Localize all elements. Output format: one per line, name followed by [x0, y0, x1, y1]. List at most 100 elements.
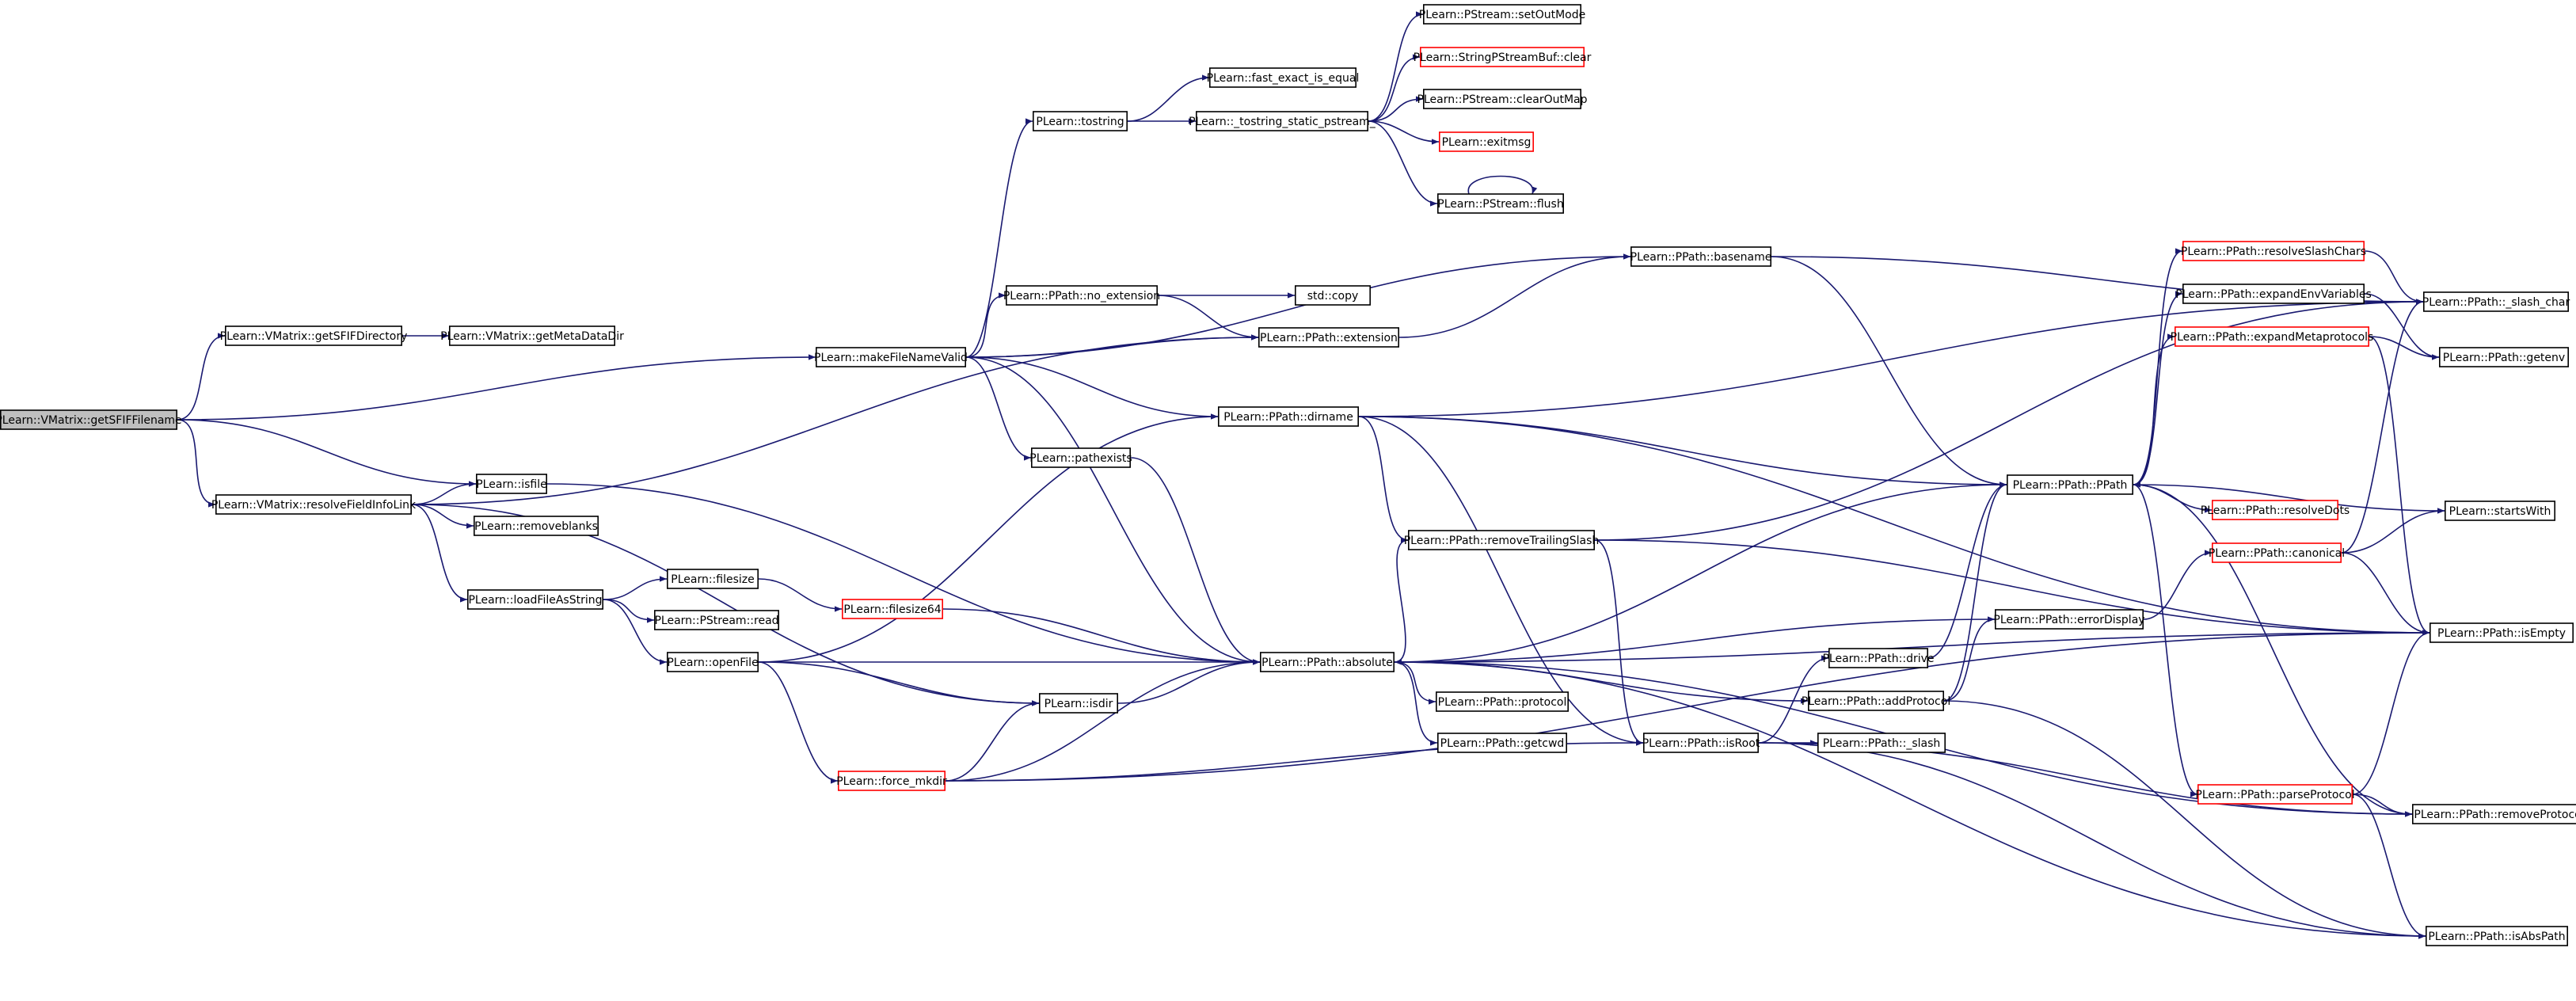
- node-makeFileNameValid[interactable]: PLearn::makeFileNameValid: [814, 347, 968, 367]
- node-root[interactable]: PLearn::VMatrix::getSFIFFilename: [0, 409, 182, 430]
- node-openFile[interactable]: PLearn::openFile: [666, 652, 759, 672]
- edge-path: [1368, 54, 1421, 122]
- edge-makeFileNameValid-to-tostring: [965, 118, 1033, 358]
- edge-force_mkdir-to-isEmpty: [945, 630, 2430, 782]
- node-no_extension[interactable]: PLearn::PPath::no_extension: [1003, 285, 1160, 306]
- node-setOutMode[interactable]: PLearn::PStream::setOutMode: [1419, 4, 1585, 25]
- node-box: [653, 610, 779, 630]
- node-startsWith[interactable]: PLearn::startsWith: [2445, 500, 2556, 521]
- edge-canonical-to-isEmpty: [2341, 552, 2430, 636]
- edge-layer: [177, 11, 2445, 939]
- edge-openFile-to-dirname: [758, 413, 1219, 663]
- edge-path: [758, 661, 839, 784]
- edge-filesize64-to-absolute: [942, 608, 1261, 665]
- node-removeblanks[interactable]: PLearn::removeblanks: [473, 516, 599, 536]
- node-box: [2423, 291, 2570, 312]
- node-resolveDots[interactable]: PLearn::PPath::resolveDots: [2201, 500, 2350, 520]
- node-_slash[interactable]: PLearn::PPath::_slash: [1817, 733, 1946, 753]
- node-box: [2197, 784, 2353, 805]
- edge-path: [1368, 96, 1424, 122]
- node-std_copy[interactable]: std::copy: [1295, 285, 1372, 306]
- node-fast_exact_is_equal[interactable]: PLearn::fast_exact_is_equal: [1207, 67, 1360, 88]
- node-label: PLearn::PStream::clearOutMap: [1417, 93, 1588, 106]
- edge-parseProtocol-to-isAbsPath: [2352, 794, 2426, 939]
- node-basename[interactable]: PLearn::PPath::basename: [1630, 246, 1772, 267]
- edge-path: [1358, 416, 2430, 636]
- node-canonical[interactable]: PLearn::PPath::canonical: [2209, 542, 2345, 563]
- node-tostring[interactable]: PLearn::tostring: [1033, 111, 1128, 131]
- node-getSFIFDirectory[interactable]: PLearn::VMatrix::getSFIFDirectory: [220, 325, 408, 346]
- edge-tostring_static-to-flush: [1368, 120, 1438, 207]
- node-getMetaDataDir[interactable]: PLearn::VMatrix::getMetaDataDir: [440, 325, 624, 346]
- node-box: [1260, 652, 1395, 672]
- edge-path: [1943, 616, 1996, 702]
- edge-loadFileAsString-to-openFile: [603, 599, 668, 665]
- node-getcwd[interactable]: PLearn::PPath::getcwd: [1437, 733, 1568, 753]
- node-dirname[interactable]: PLearn::PPath::dirname: [1218, 406, 1360, 427]
- node-tostring_static[interactable]: PLearn::_tostring_static_pstream_: [1189, 111, 1376, 131]
- node-filesize[interactable]: PLearn::filesize: [666, 569, 759, 589]
- node-box: [2175, 326, 2370, 347]
- node-_slash_char[interactable]: PLearn::PPath::_slash_char: [2422, 291, 2570, 312]
- node-box: [1033, 111, 1128, 131]
- node-box: [2445, 500, 2556, 521]
- edge-tostring-to-fast_exact_is_equal: [1127, 74, 1210, 122]
- node-addProtocol[interactable]: PLearn::PPath::addProtocol: [1802, 691, 1950, 711]
- node-force_mkdir[interactable]: PLearn::force_mkdir: [836, 771, 947, 791]
- node-errorDisplay[interactable]: PLearn::PPath::errorDisplay: [1993, 609, 2145, 630]
- node-PStream_read[interactable]: PLearn::PStream::read: [653, 610, 779, 630]
- edge-path: [1943, 700, 2426, 939]
- node-expandMetaprotocols[interactable]: PLearn::PPath::expandMetaprotocols: [2171, 326, 2374, 347]
- edge-isdir-to-absolute: [1117, 659, 1261, 704]
- edge-addProtocol-to-errorDisplay: [1943, 616, 1996, 702]
- node-protocol[interactable]: PLearn::PPath::protocol: [1436, 691, 1570, 712]
- node-isAbsPath[interactable]: PLearn::PPath::isAbsPath: [2426, 926, 2569, 946]
- edge-addProtocol-to-PPath_ctor: [1943, 481, 2007, 702]
- node-getenv[interactable]: PLearn::PPath::getenv: [2439, 347, 2570, 367]
- node-isEmpty[interactable]: PLearn::PPath::isEmpty: [2430, 622, 2574, 643]
- node-box: [1437, 193, 1565, 214]
- node-resolveFieldInfoLink[interactable]: PLearn::VMatrix::resolveFieldInfoLink: [211, 494, 417, 515]
- node-label: PLearn::PPath::isAbsPath: [2428, 931, 2565, 943]
- edge-path: [965, 292, 1006, 358]
- edge-extension-to-basename: [1398, 253, 1631, 338]
- edge-path: [1130, 457, 1261, 665]
- node-expandEnvVariables[interactable]: PLearn::PPath::expandEnvVariables: [2175, 284, 2372, 304]
- node-isRoot[interactable]: PLearn::PPath::isRoot: [1642, 733, 1760, 753]
- node-parseProtocol[interactable]: PLearn::PPath::parseProtocol: [2195, 784, 2355, 805]
- node-extension[interactable]: PLearn::PPath::extension: [1258, 327, 1400, 348]
- node-label: PLearn::PPath::drive: [1822, 653, 1934, 665]
- node-removeProtocol[interactable]: PLearn::PPath::removeProtocol: [2412, 804, 2576, 824]
- node-box: [2182, 284, 2365, 304]
- node-absolute[interactable]: PLearn::PPath::absolute: [1260, 652, 1395, 672]
- node-label: PLearn::PStream::flush: [1437, 198, 1563, 211]
- edge-path: [2133, 484, 2198, 797]
- node-isfile[interactable]: PLearn::isfile: [475, 474, 547, 494]
- node-exitmsg[interactable]: PLearn::exitmsg: [1439, 131, 1535, 152]
- node-filesize64[interactable]: PLearn::filesize64: [842, 599, 944, 619]
- edge-path: [1594, 299, 2424, 541]
- node-box: [2212, 542, 2342, 563]
- edge-root-to-resolveFieldInfoLink: [177, 419, 216, 508]
- edge-tostring_static-to-StringPStreamBuf_clear: [1368, 54, 1421, 122]
- edge-pathexists-to-absolute: [1130, 457, 1261, 665]
- node-PPath_ctor[interactable]: PLearn::PPath::PPath: [2007, 474, 2134, 495]
- edge-resolveFieldInfoLink-to-removeblanks: [411, 504, 474, 529]
- edge-openFile-to-isdir: [758, 661, 1040, 706]
- node-removeTrailingSlash[interactable]: PLearn::PPath::removeTrailingSlash: [1404, 530, 1600, 550]
- edge-basename-to-PPath_ctor: [1771, 256, 2007, 488]
- edge-loadFileAsString-to-filesize: [603, 576, 668, 600]
- node-loadFileAsString[interactable]: PLearn::loadFileAsString: [466, 589, 603, 610]
- node-drive[interactable]: PLearn::PPath::drive: [1822, 648, 1935, 668]
- node-pathexists[interactable]: PLearn::pathexists: [1029, 447, 1132, 468]
- node-label: PLearn::makeFileNameValid: [814, 352, 968, 364]
- node-clearOutMap[interactable]: PLearn::PStream::clearOutMap: [1417, 89, 1588, 109]
- node-flush[interactable]: PLearn::PStream::flush: [1437, 193, 1565, 214]
- node-label: PLearn::VMatrix::getSFIFDirectory: [220, 330, 408, 343]
- node-isdir[interactable]: PLearn::isdir: [1039, 693, 1119, 714]
- edge-path: [965, 253, 1631, 358]
- edge-dirname-to-PPath_ctor: [1358, 416, 2007, 488]
- node-StringPStreamBuf_clear[interactable]: PLearn::StringPStreamBuf::clear: [1414, 47, 1592, 67]
- node-resolveSlashChars[interactable]: PLearn::PPath::resolveSlashChars: [2181, 241, 2366, 261]
- edge-path: [1117, 659, 1261, 704]
